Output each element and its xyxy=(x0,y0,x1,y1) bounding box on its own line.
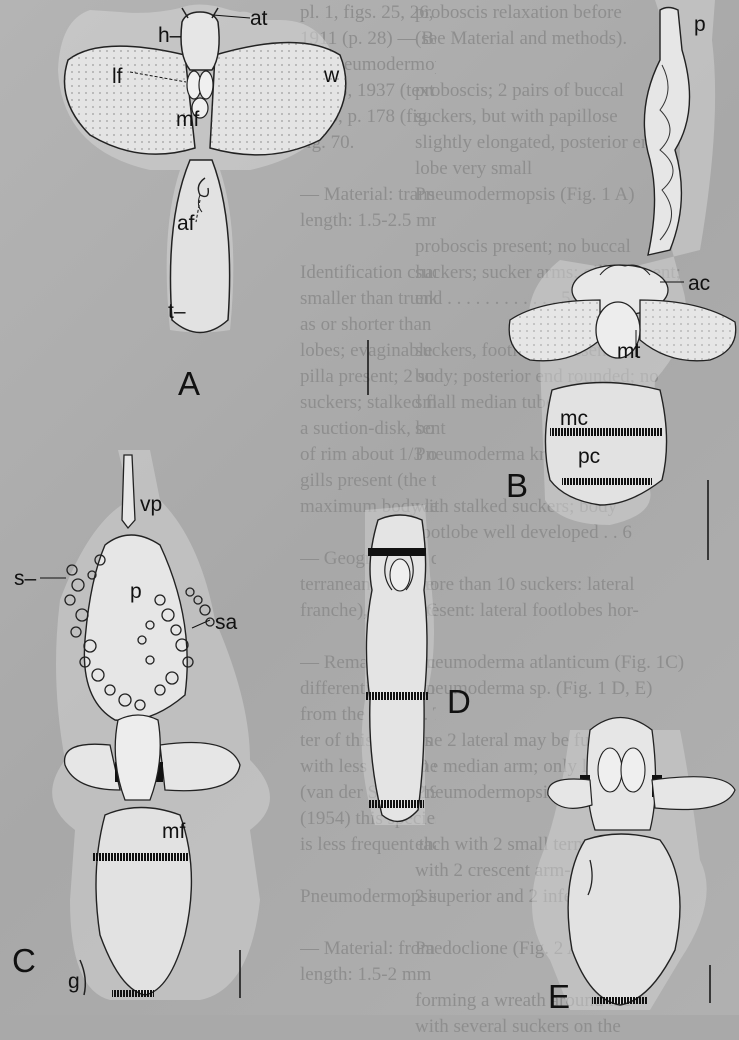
label-mt: mt xyxy=(617,340,640,363)
label-mf-c: mf xyxy=(162,820,185,843)
figure-letter-d: D xyxy=(447,683,471,720)
label-ac: ac xyxy=(688,272,710,295)
text-line: with several suckers on the xyxy=(415,1014,739,1040)
figure-plate: at h– lf mf w af t– A xyxy=(0,0,739,1015)
label-t: t– xyxy=(168,300,186,323)
label-vp: vp xyxy=(140,493,162,516)
label-h: h– xyxy=(158,24,182,47)
label-mc: mc xyxy=(560,407,588,430)
figure-letter-e: E xyxy=(548,978,570,1015)
figure-letter-b: B xyxy=(506,467,528,504)
label-af: af xyxy=(177,212,195,235)
figure-e: E xyxy=(532,718,735,1016)
figure-b: p ac mt mc pc B xyxy=(506,0,736,560)
label-mf-a: mf xyxy=(176,108,199,131)
scanned-page: pl. 1, figs. 25, 26, 30-35,1911 (p. 28) … xyxy=(0,0,739,1015)
figure-letter-a: A xyxy=(178,365,200,402)
label-at: at xyxy=(250,7,268,30)
label-pc: pc xyxy=(578,445,600,468)
figure-a: at h– lf mf w af t– A xyxy=(58,4,368,402)
label-g: g xyxy=(68,970,80,993)
label-lf: lf xyxy=(112,65,123,88)
label-s: s– xyxy=(14,567,37,590)
figure-letter-c: C xyxy=(12,942,36,979)
label-w: w xyxy=(323,64,340,87)
figure-c: vp s– p sa mf g C xyxy=(12,450,270,1000)
label-sa: sa xyxy=(215,611,238,634)
figure-d: D xyxy=(362,505,471,825)
label-p-c: p xyxy=(130,580,142,603)
label-p-b: p xyxy=(694,13,706,36)
